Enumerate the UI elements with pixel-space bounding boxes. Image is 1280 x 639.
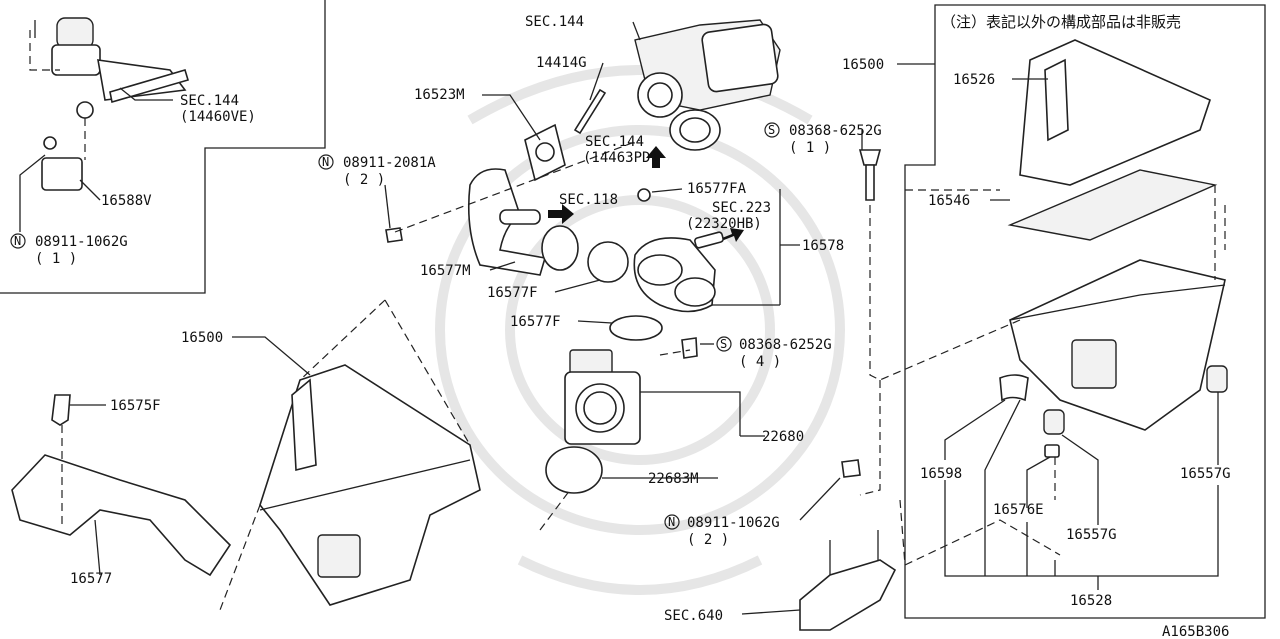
label-sec640: SEC.640 [664,608,723,624]
enclosure-frame [904,4,1266,619]
label-16557G-a: 16557G [1180,466,1231,482]
s-symbol-circle [764,122,780,138]
bracket-sec640 [799,530,897,631]
n-symbol-circle [318,154,334,170]
label-16500-left: 16500 [181,330,223,346]
label-16588V: 16588V [101,193,152,209]
label-22683M: 22683M [648,471,699,487]
label-14414G: 14414G [536,55,587,71]
fastener-s-08368-6252G-a: S 08368-6252G ( 1 ) [764,122,882,156]
fastener-qty: ( 1 ) [789,140,831,156]
filter-element-16546 [1007,169,1218,241]
fastener-n-08911-1062G-a: N 08911-1062G ( 1 ) [10,233,128,267]
fastener-code: 08911-2081A [343,155,436,171]
s-symbol: S [720,337,727,351]
label-16575F: 16575F [110,398,161,414]
s-symbol: S [768,123,775,137]
n-symbol-circle [10,233,26,249]
label-sec223-code: (22320HB) [686,216,762,232]
s-symbol-circle [716,336,732,352]
stud-bolt [573,88,607,135]
label-sec144-mid-code: (14463PD) [583,150,659,166]
turbocharger [634,19,781,151]
leader-lines [19,21,1219,615]
air-intake-duct-left [11,394,232,577]
label-sec144-left-code: (14460VE) [180,109,256,125]
n-symbol: N [14,234,21,248]
assembly-dashed-lines [61,139,1226,611]
label-16578: 16578 [802,238,844,254]
hose-clamps [541,188,663,341]
inset-valve-assembly [29,17,189,191]
label-16526: 16526 [953,72,995,88]
fastener-code: 08368-6252G [739,337,832,353]
inset-frame [0,0,326,294]
label-16500-right: 16500 [842,57,884,73]
n-symbol: N [322,155,329,169]
gasket [524,123,566,182]
air-cleaner-body-16528 [1009,259,1226,431]
label-sec118: SEC.118 [559,192,618,208]
label-16528: 16528 [1070,593,1112,609]
fastener-qty: ( 2 ) [687,532,729,548]
label-16577F-a: 16577F [487,285,538,301]
air-cleaner-cover-16526 [1019,39,1211,186]
direction-arrows [548,146,744,242]
fastener-code: 08911-1062G [687,515,780,531]
air-duct-16578 [633,231,724,313]
grommets [999,365,1228,458]
label-16523M: 16523M [414,87,465,103]
fastener-qty: ( 2 ) [343,172,385,188]
label-sec144-top: SEC.144 [525,14,584,30]
fastener-s-08368-6252G-b: S 08368-6252G ( 4 ) [716,336,832,370]
air-duct-16577M [467,168,547,276]
label-sec144-mid: SEC.144 [585,134,644,150]
label-16557G-b: 16557G [1066,527,1117,543]
fastener-n-08911-1062G-b: N 08911-1062G ( 2 ) [664,514,780,548]
label-16598: 16598 [920,466,962,482]
bolts [385,149,882,478]
n-symbol-circle [664,514,680,530]
label-16577F-b: 16577F [510,314,561,330]
label-16577FA: 16577FA [687,181,747,197]
fastener-callouts: N 08911-2081A ( 2 ) N 08911-1062G ( 1 ) … [10,122,882,548]
fastener-code: 08911-1062G [35,234,128,250]
label-16577: 16577 [70,571,112,587]
reference-labels: SEC.144 SEC.144 (14460VE) SEC.144 (14463… [180,14,771,624]
n-symbol: N [668,515,675,529]
label-16577M: 16577M [420,263,471,279]
fastener-qty: ( 1 ) [35,251,77,267]
fastener-n-08911-2081A: N 08911-2081A ( 2 ) [318,154,436,188]
fastener-code: 08368-6252G [789,123,882,139]
label-16576E: 16576E [993,502,1044,518]
label-sec223: SEC.223 [712,200,771,216]
label-22680: 22680 [762,429,804,445]
note-not-sold: （注）表記以外の構成部品は非販売 [941,13,1181,31]
drawing-number: A165B306 [1162,624,1229,639]
label-sec144-left: SEC.144 [180,93,239,109]
part-number-labels: 14414G 16523M 16577FA 16578 16577M 16577… [70,55,1231,609]
mass-airflow-sensor [545,343,697,494]
label-16546: 16546 [928,193,970,209]
fastener-qty: ( 4 ) [739,354,781,370]
air-cleaner-left [259,364,481,606]
